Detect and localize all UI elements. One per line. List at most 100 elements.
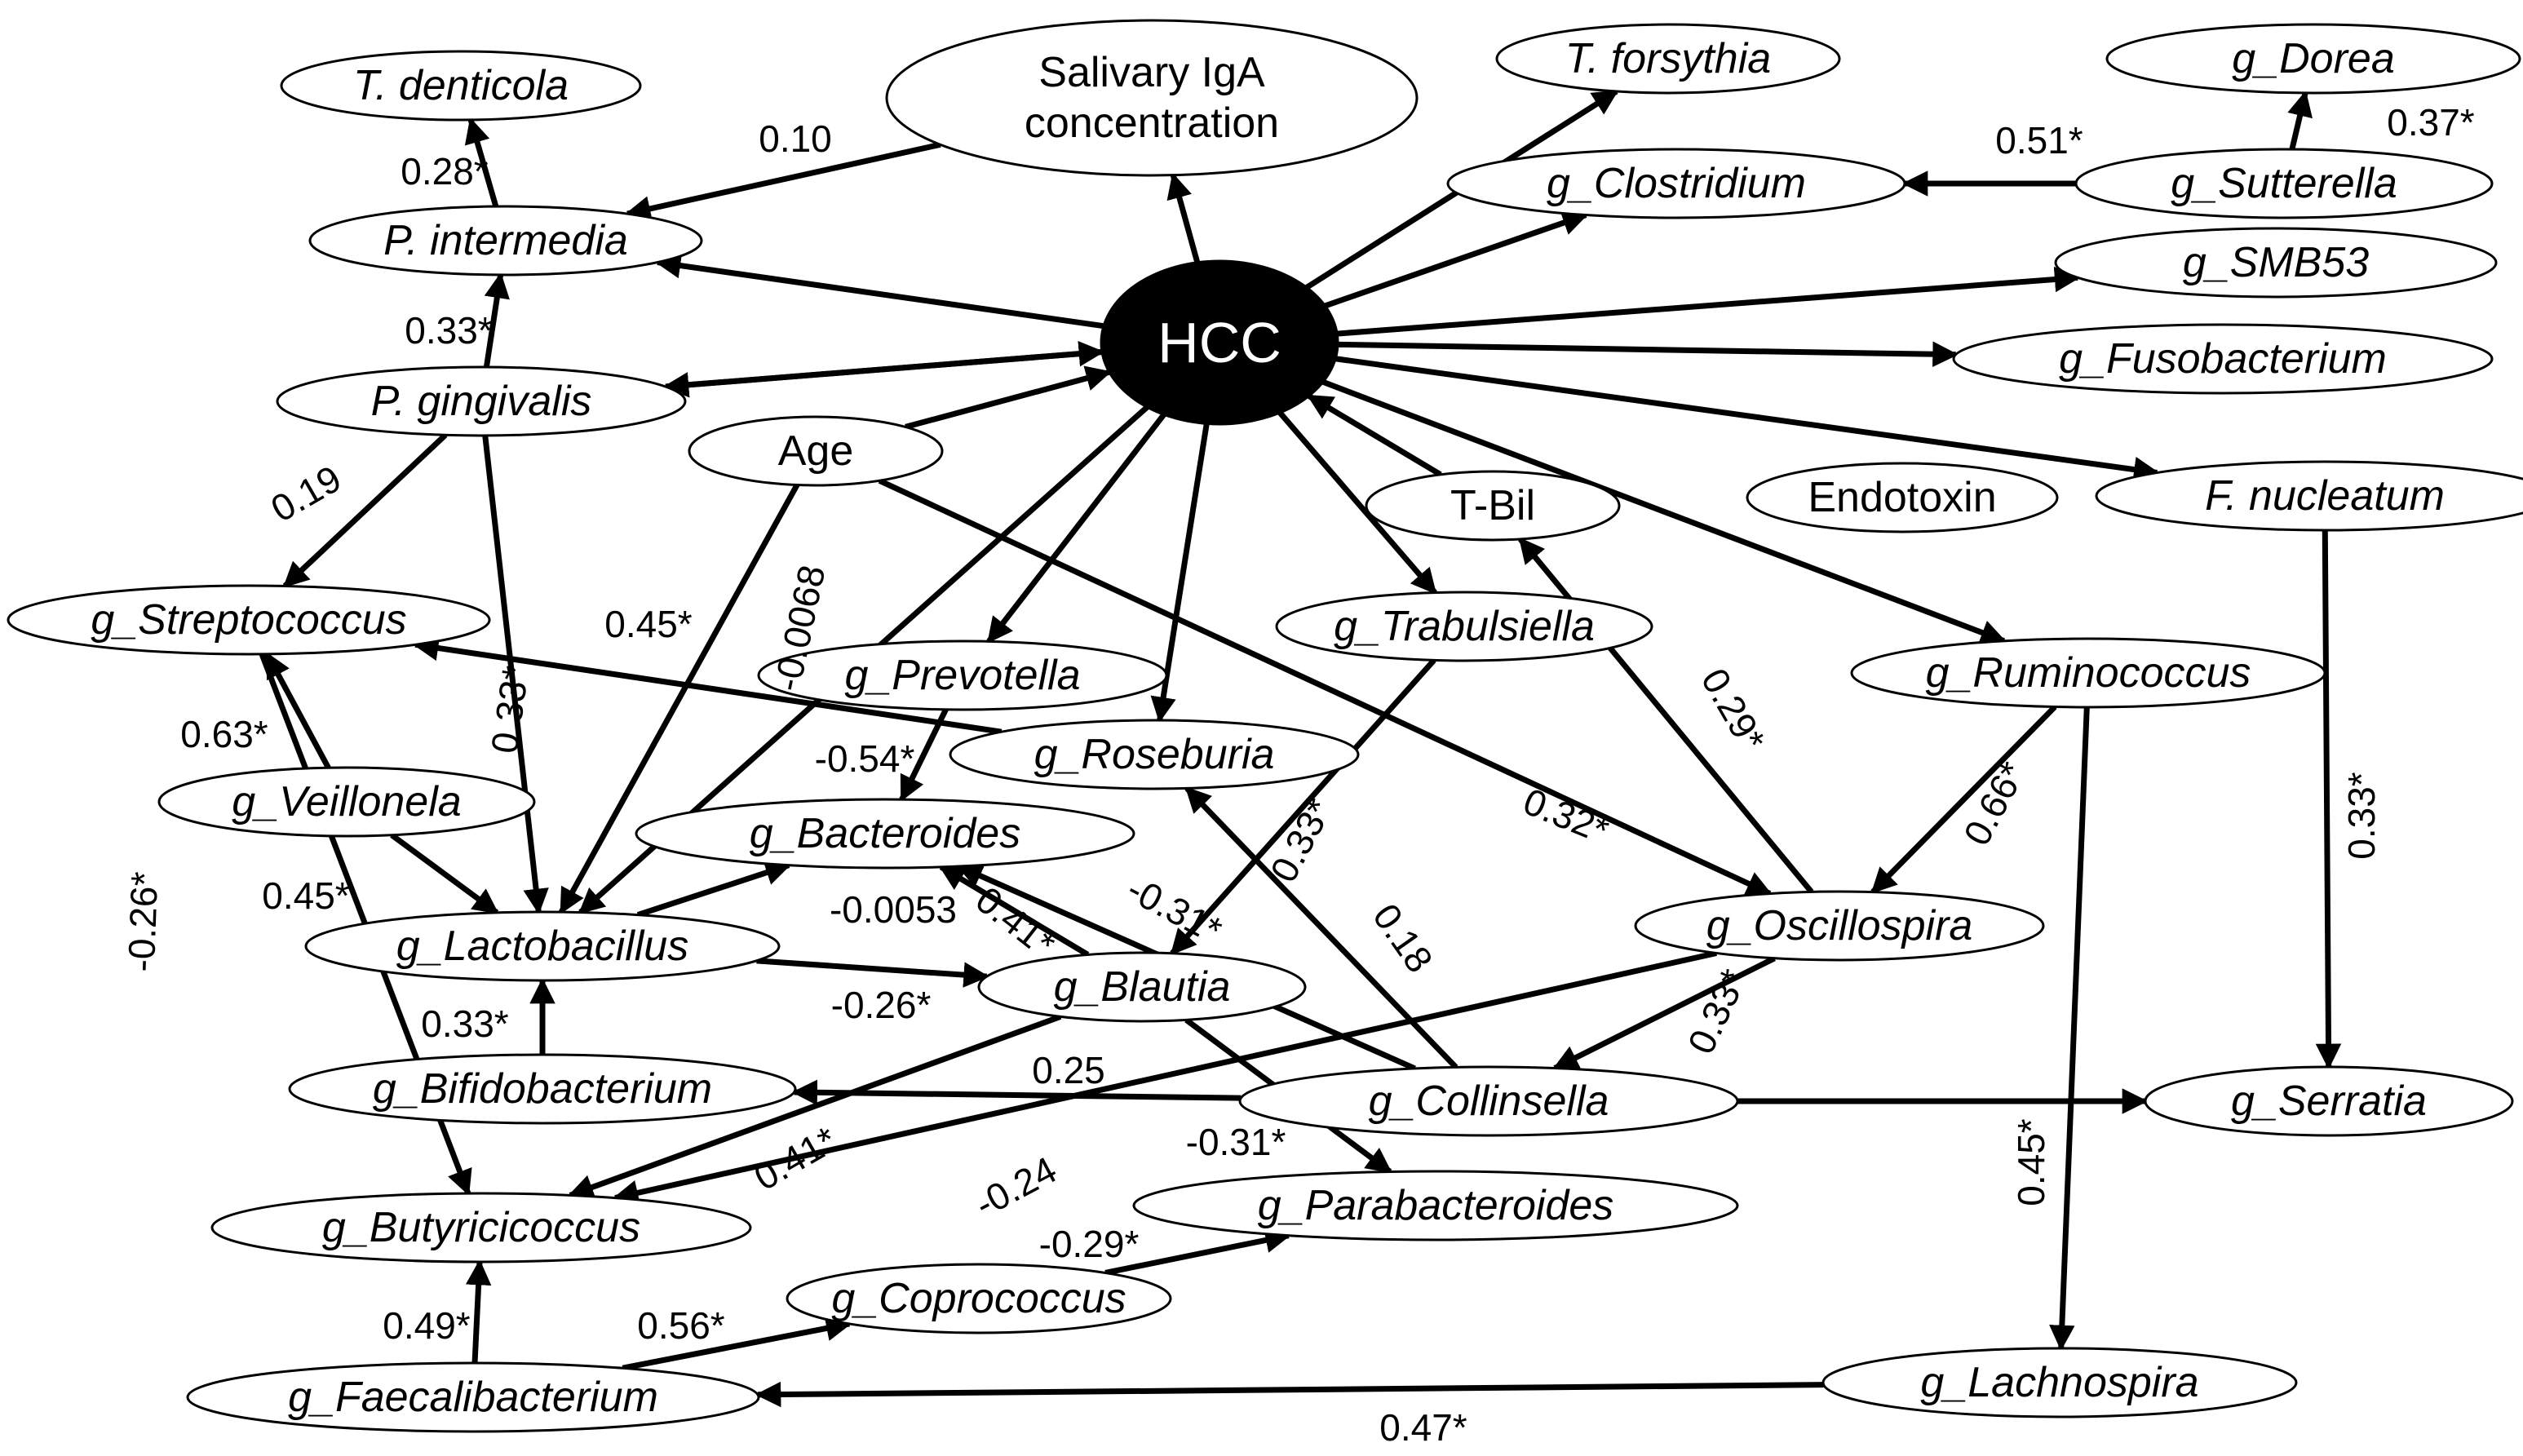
node-shape (7, 584, 491, 656)
node-shape (186, 1361, 760, 1433)
node-label: g_Lactobacillus (396, 923, 688, 970)
node-g-lactobacillus: g_Lactobacillus (304, 910, 781, 982)
node-shape (288, 1053, 797, 1125)
node-label: g_Roseburia (1034, 731, 1275, 778)
edge-g-oscillospira-to-t-bil (1518, 537, 1814, 894)
node-shape (2144, 1065, 2514, 1137)
node-t-bil: T-Bil (1365, 470, 1621, 542)
node-shape (1495, 23, 1841, 95)
node-shape (2054, 227, 2498, 299)
node-g-butyricicoccus: g_Butyricicoccus (210, 1192, 752, 1263)
node-endotoxin: Endotoxin (1746, 462, 2059, 533)
node-shape (1850, 637, 2326, 709)
node-label: g_Prevotella (844, 652, 1080, 699)
node-label: T-Bil (1450, 482, 1535, 529)
edge-hcc-to-g-smb53 (1336, 266, 2081, 337)
node-shape (1275, 591, 1653, 662)
node-label: g_SMB53 (2183, 239, 2369, 286)
edge-coefficient-label: -0.0053 (830, 888, 957, 931)
edge-hcc-to-g-clostridium (1324, 210, 1589, 309)
edge-coefficient-label: 0.19 (263, 457, 348, 530)
node-shape (2074, 148, 2494, 219)
node-label: g_Trabulsiella (1334, 603, 1595, 650)
node-g-bacteroides: g_Bacteroides (635, 798, 1135, 870)
edge-hcc-to-p-intermedia (654, 252, 1104, 330)
node-g-clostridium: g_Clostridium (1446, 148, 1906, 219)
edge-coefficient-label: 0.41* (746, 1118, 843, 1199)
node-label: g_Oscillospira (1706, 902, 1973, 949)
node-g-blautia: g_Blautia (977, 951, 1307, 1023)
node-g-smb53: g_SMB53 (2054, 227, 2498, 299)
node-g-fusobacterium: g_Fusobacterium (1952, 323, 2494, 395)
node-label: g_Veillonela (232, 778, 461, 825)
edge-coefficient-label: 0.10 (759, 117, 832, 160)
node-shape (210, 1192, 752, 1263)
edge-p-intermedia-to-t-denticola (464, 117, 499, 208)
node-label: Salivary IgA (1038, 49, 1265, 96)
node-g-oscillospira: g_Oscillospira (1634, 890, 2045, 962)
node-shape (757, 639, 1168, 711)
node-label: g_Coprococcus (831, 1275, 1126, 1322)
edge-hcc-to-salivary-iga (1166, 172, 1201, 263)
node-g-serratia: g_Serratia (2144, 1065, 2514, 1137)
node-g-faecalibacterium: g_Faecalibacterium (186, 1361, 760, 1433)
edge-t-bil-to-hcc (1306, 393, 1442, 477)
node-shape (1365, 470, 1621, 542)
node-label: g_Clostridium (1547, 160, 1806, 207)
edge-g-lactobacillus-to-g-blautia (756, 958, 989, 988)
node-shape (635, 798, 1135, 870)
edge-p-gingivalis-to-g-streptococcus (282, 432, 448, 589)
node-g-collinsella: g_Collinsella (1238, 1065, 1739, 1137)
node-label: g_Streptococcus (91, 596, 406, 644)
node-g-coprococcus: g_Coprococcus (786, 1263, 1172, 1334)
node-shape (308, 205, 703, 277)
node-shape (1446, 148, 1906, 219)
node-shape (157, 766, 536, 838)
node-shape (2095, 460, 2523, 532)
edge-coefficient-label: 0.33* (405, 309, 493, 352)
edge-coefficient-label: 0.33* (421, 1002, 509, 1045)
node-label: g_Fusobacterium (2059, 335, 2387, 383)
edge-f-nucleatum-to-g-serratia (2315, 529, 2342, 1070)
node-shape (1746, 462, 2059, 533)
edge-coefficient-label: 0.18 (1365, 896, 1441, 980)
edge-coefficient-label: 0.33* (483, 663, 537, 756)
node-p-gingivalis: P. gingivalis (276, 365, 687, 437)
node-g-roseburia: g_Roseburia (949, 719, 1360, 790)
edge-g-prevotella-to-g-bacteroides (899, 708, 949, 802)
edge-g-trabulsiella-to-g-blautia (1170, 658, 1436, 956)
node-shape (280, 50, 642, 122)
edge-coefficient-label: -0.29* (1039, 1223, 1140, 1265)
edge-g-ruminococcus-to-g-oscillospira (1870, 705, 2057, 895)
node-shape (1132, 1170, 1739, 1241)
node-label: g_Dorea (2232, 35, 2394, 82)
edge-age-to-g-lactobacillus (559, 483, 800, 914)
node-f-nucleatum: F. nucleatum (2095, 460, 2523, 532)
edge-coefficient-label: 0.29* (1693, 661, 1774, 758)
edge-coefficient-label: 0.56* (637, 1304, 725, 1347)
edge-g-lactobacillus-to-g-bacteroides (636, 860, 792, 918)
node-label: HCC (1157, 311, 1281, 374)
edge-g-coprococcus-to-g-parabacteroides (1104, 1227, 1291, 1276)
node-g-ruminococcus: g_Ruminococcus (1850, 637, 2326, 709)
edge-coefficient-label: -0.54* (815, 737, 915, 780)
node-g-veillonela: g_Veillonela (157, 766, 536, 838)
node-age: Age (688, 415, 944, 487)
node-label: g_Serratia (2231, 1078, 2427, 1125)
edge-age-to-g-oscillospira (878, 478, 1773, 896)
edge-coefficient-label: 0.28* (401, 150, 489, 193)
edge-g-veillonela-to-g-lactobacillus (390, 832, 499, 915)
node-label: T. denticola (353, 62, 569, 109)
edge-coefficient-label: -0.26* (831, 984, 932, 1026)
edge-g-veillonela-to-g-streptococcus (264, 652, 331, 769)
node-shape (1238, 1065, 1739, 1137)
edge-coefficient-label: 0.25 (1032, 1049, 1105, 1091)
node-label: g_Lachnospira (1920, 1359, 2198, 1406)
edge-coefficient-label: 0.32* (1517, 780, 1614, 852)
edge-coefficient-label: -0.31* (1121, 867, 1229, 952)
node-shape (1634, 890, 2045, 962)
edge-g-oscillospira-to-g-collinsella (1552, 955, 1776, 1071)
edge-coefficient-label: 0.63* (180, 713, 268, 755)
node-label: F. nucleatum (2205, 472, 2445, 520)
edge-coefficient-label: 0.45* (262, 874, 350, 917)
